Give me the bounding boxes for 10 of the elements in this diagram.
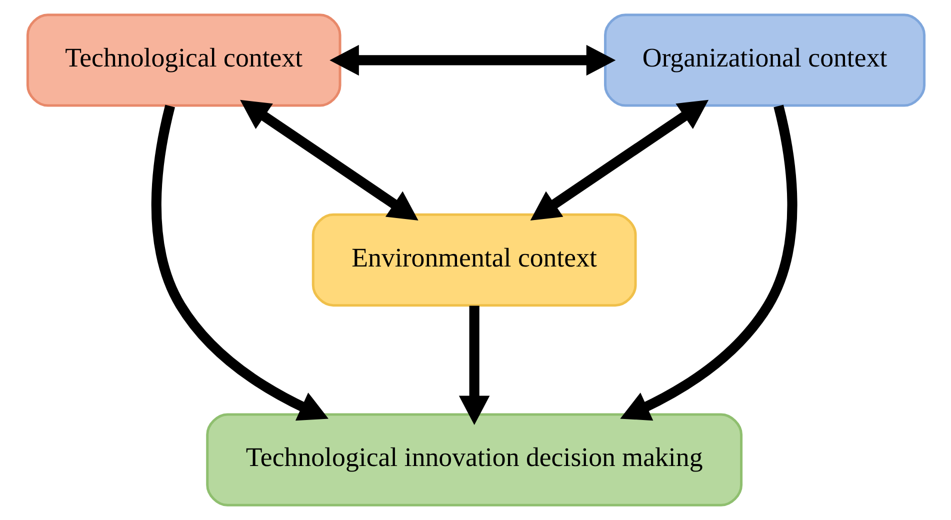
node-box: Technological context (26, 14, 341, 107)
arrow (150, 104, 328, 421)
arrow (329, 44, 616, 76)
arrow (240, 100, 418, 220)
arrow (620, 104, 797, 421)
arrow (458, 306, 490, 426)
node-box: Environmental context (311, 213, 636, 307)
node-box: Organizational context (604, 14, 926, 107)
node-box: Technological innovation decision making (206, 413, 742, 506)
arrow (530, 100, 708, 220)
